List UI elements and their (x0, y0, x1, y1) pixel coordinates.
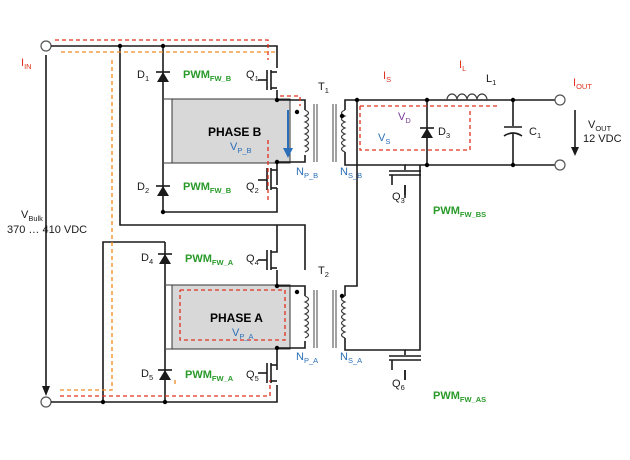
label-v-out-value: 12 VDC (583, 133, 622, 145)
label-c1: C1 (529, 126, 541, 140)
node-secondary-top (354, 97, 360, 103)
label-d3: D3 (438, 126, 450, 140)
phase-b-box (171, 98, 291, 164)
output-terminal-bottom (554, 159, 566, 171)
current-path-phase-b (55, 39, 500, 200)
node-d3-bottom (424, 162, 430, 168)
phase-a-secondary-winding (332, 290, 347, 348)
label-q1: Q1 (246, 69, 259, 83)
vp-b-arrow (283, 110, 293, 158)
node-rail-top (117, 43, 123, 49)
diode-d4 (158, 253, 172, 264)
diode-d5 (158, 369, 172, 380)
phase-a-label: PHASE A (210, 311, 263, 325)
label-d2: D2 (137, 181, 149, 195)
node-d1-top (160, 43, 166, 49)
label-ns-a: NS_A (340, 351, 362, 365)
mosfet-q3 (389, 170, 421, 195)
label-q3: Q3 (392, 191, 405, 205)
label-t2: T2 (318, 265, 329, 279)
label-d4: D4 (141, 252, 153, 266)
phase-b-secondary-dot (339, 113, 345, 119)
label-v-out: VOUT (588, 119, 612, 133)
node-d2-bottom (160, 209, 166, 215)
node-q4-source (274, 283, 280, 289)
node-q2-drain (274, 159, 280, 165)
phase-a-primary-winding (303, 290, 318, 348)
label-q2: Q2 (246, 181, 259, 195)
label-t1: T1 (318, 81, 329, 95)
node-c1-bottom (510, 162, 516, 168)
output-voltage-arrow (571, 110, 579, 156)
diode-d3 (420, 127, 434, 138)
label-l1: L1 (486, 73, 496, 87)
mosfet-q2 (258, 168, 277, 190)
power-rails (51, 45, 306, 403)
label-v-d: VD (398, 111, 411, 125)
phase-b-primary-dot (294, 109, 300, 115)
label-ns-b: NS_B (340, 166, 362, 180)
label-np-b: NP_B (296, 166, 318, 180)
label-pwm-as: PWMFW_AS (433, 390, 486, 404)
diode-d1 (156, 71, 170, 82)
current-path-return (60, 51, 275, 391)
diode-d2 (156, 185, 170, 196)
node-d3-top (424, 97, 430, 103)
input-terminal-top (40, 40, 52, 52)
phase-a-box (171, 284, 291, 350)
phase-a-primary-dot (294, 289, 300, 295)
label-q5: Q5 (246, 369, 259, 383)
node-q5-drain (274, 345, 280, 351)
phase-b-primary-winding (303, 104, 318, 162)
label-v-bulk-range: 370 … 410 VDC (7, 224, 87, 236)
output-terminal-top (554, 94, 566, 106)
mosfet-q5 (258, 363, 277, 383)
label-v-bulk: VBulk (21, 209, 43, 223)
node-rail-bottom (100, 399, 106, 405)
node-d5-bottom (162, 399, 168, 405)
label-pwm-q5: PWMFW_A (185, 369, 234, 383)
label-np-a: NP_A (296, 351, 318, 365)
label-v-s: VS (378, 132, 390, 146)
label-pwm-q4: PWMFW_A (185, 253, 234, 267)
phase-a-secondary-dot (339, 293, 345, 299)
phase-b-label: PHASE B (208, 125, 262, 139)
label-pwm-q1: PWMFW_B (183, 69, 232, 83)
label-i-l: IL (459, 59, 466, 73)
label-d5: D5 (141, 368, 153, 382)
label-pwm-bs: PWMFW_BS (433, 205, 486, 219)
label-i-out: IOUT (573, 77, 592, 91)
label-d1: D1 (137, 69, 149, 83)
label-i-s: IS (383, 70, 391, 84)
node-c1-top (510, 97, 516, 103)
input-terminal-bottom (40, 396, 52, 408)
bulk-voltage-arrow (42, 55, 50, 396)
label-vp-a: VP_A (232, 327, 254, 341)
label-q6: Q6 (392, 378, 405, 392)
current-path-phase-a (60, 289, 286, 397)
label-vp-b: VP_B (230, 141, 252, 155)
label-pwm-q2: PWMFW_B (183, 181, 232, 195)
label-i-in: IIN (21, 57, 32, 71)
mosfet-q4 (258, 232, 278, 270)
label-q4: Q4 (246, 253, 259, 267)
secondary-wiring (344, 99, 555, 380)
mosfet-q6 (389, 355, 421, 380)
capacitor-c1 (503, 100, 523, 165)
phase-b-secondary-winding (332, 104, 347, 162)
inductor-l1 (446, 93, 488, 101)
mosfet-q1 (258, 70, 277, 90)
node-q1-source (274, 97, 280, 103)
